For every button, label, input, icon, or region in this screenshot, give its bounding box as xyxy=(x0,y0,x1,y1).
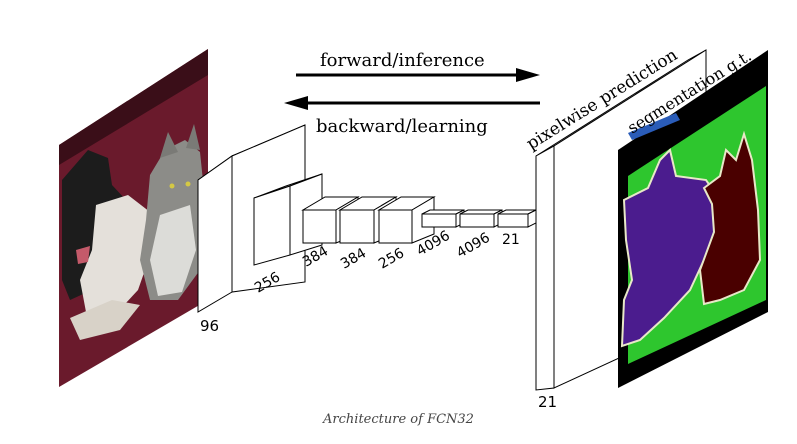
forward-label: forward/inference xyxy=(320,50,485,71)
fc6-block xyxy=(421,209,465,228)
figure-caption: Architecture of FCN32 xyxy=(323,412,474,427)
forward-arrow xyxy=(296,68,540,82)
backward-label: backward/learning xyxy=(316,116,488,137)
conv5-depth-label: 256 xyxy=(376,245,407,272)
backward-arrow xyxy=(284,96,540,110)
conv4-depth-label: 384 xyxy=(338,245,369,272)
input-photo xyxy=(59,49,208,387)
conv1-depth-label: 96 xyxy=(200,317,219,335)
fc8-block xyxy=(497,209,537,228)
segmentation-gt xyxy=(618,50,768,388)
fc8-depth-label: 21 xyxy=(502,232,520,248)
conv5-block xyxy=(377,196,436,244)
fc7-block xyxy=(459,209,503,228)
fc7-depth-label: 4096 xyxy=(454,230,493,262)
output-depth-label: 21 xyxy=(538,393,557,411)
